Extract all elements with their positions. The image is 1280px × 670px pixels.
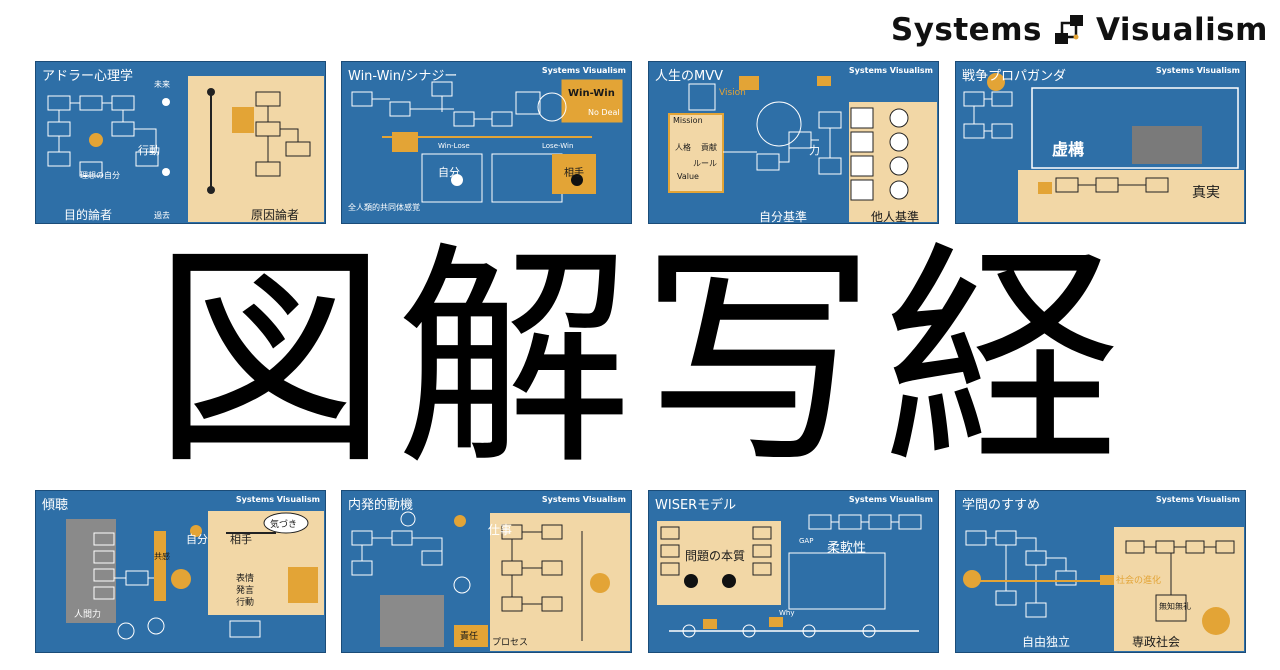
diagram-label: 共感 [154,552,170,561]
thumbnail-caption: Win-Win/シナジー [348,69,458,84]
diagram-label: 真実 [1192,185,1220,201]
diagram-label: Mission [673,116,703,125]
diagram-label: 目的論者 [64,208,113,222]
thumbnail-caption: 傾聴 [42,498,69,513]
diagram-label: 無知無礼 [1159,602,1191,611]
thumbnail-life-mvv[interactable]: 人生のMVV 自分基準 他人基準 Vision Mission Value 力 … [648,61,939,224]
diagram-label: 原因論者 [251,208,300,222]
thumbnail-caption: 戦争プロパガンダ [962,69,1067,84]
diagram-graphic [668,76,937,222]
diagram-label: 未来 [154,80,170,89]
thumbnail-gakumon-no-susume[interactable]: 学問のすすめ 自由独立 専政社会 社会の進化 無知無礼 Systems Visu… [955,490,1246,653]
thumbnail-adler-psychology[interactable]: アドラー心理学 目的論者 原因論者 行動 理想の自分 未来 過去 [35,61,326,224]
diagram-label: 自分基準 [759,210,808,224]
diagram-graphic [47,76,324,222]
diagram-label: 社会の進化 [1116,576,1162,586]
diagram-label: 自分 [438,166,460,179]
diagram-label: プロセス [492,638,529,648]
diagram-label: 力 [809,144,820,157]
diagram-label: 過去 [154,211,170,220]
thumbnail-brand: Systems Visualism [848,495,933,504]
thumbnail-caption: アドラー心理学 [42,69,134,84]
diagram-label: 自由独立 [1022,635,1071,649]
diagram-label: 人格 [675,143,691,152]
diagram-label: 問題の本質 [685,549,746,563]
diagram-label: 責任 [460,632,479,642]
thumbnail-win-win-synergy[interactable]: Win-Win/シナジー Win-Win No Deal 自分 相手 全人類的共… [341,61,632,224]
diagram-label: 気づき [270,520,298,530]
diagram-graphic [66,511,324,640]
thumbnail-brand: Systems Visualism [541,66,626,75]
brand-right-text: Visualism [1095,12,1268,48]
thumbnail-intrinsic-motivation[interactable]: 内発的動機 仕事 プロセス 責任 Systems Visualism [341,490,632,653]
diagram-label: 貢献 [701,143,717,152]
thumbnail-brand: Systems Visualism [541,495,626,504]
thumbnail-caption: 人生のMVV [655,69,724,84]
diagram-label: Why [779,609,795,617]
diagram-label: No Deal [588,108,620,117]
diagram-label: 行動 [138,144,160,157]
thumbnail-brand: Systems Visualism [1155,66,1240,75]
diagram-label: 発言 [236,586,255,596]
thumbnail-war-propaganda[interactable]: 戦争プロパガンダ 虚構 真実 Systems Visualism [955,61,1246,224]
diagram-graphic [963,527,1244,651]
diagram-label: 表情 [236,574,255,584]
diagram-label: 理想の自分 [80,171,120,180]
diagram-label: 相手 [564,168,584,179]
diagram-graphic [351,79,623,203]
diagram-label: 虚構 [1052,140,1085,159]
thumbnail-caption: 学問のすすめ [962,498,1041,513]
thumbnail-caption: WISERモデル [655,498,737,513]
diagram-label: 専政社会 [1132,635,1181,649]
thumbnail-brand: Systems Visualism [848,66,933,75]
page-title: 図解写経 [151,222,1128,497]
diagram-label: 他人基準 [871,210,920,224]
thumbnail-brand: Systems Visualism [235,495,320,504]
diagram-graphic [351,511,630,651]
diagram-label: 人間力 [74,610,102,620]
brand-mark-icon [1054,15,1083,44]
diagram-label: GAP [799,537,814,545]
diagram-graphic [657,514,922,638]
thumbnail-wiser-model[interactable]: WISERモデル 問題の本質 柔軟性 GAP Why Systems Visua… [648,490,939,653]
thumbnail-brand: Systems Visualism [1155,495,1240,504]
thumbnail-caption: 内発的動機 [348,498,414,513]
brand-left-text: Systems [890,12,1042,48]
diagram-label: 柔軟性 [827,541,867,556]
diagram-label: 仕事 [488,523,513,537]
diagram-label: Lose-Win [542,142,574,150]
diagram-label: 相手 [230,533,252,546]
diagram-label: 全人類的共同体感覚 [348,203,420,212]
diagram-label: Value [677,172,699,181]
diagram-graphic [963,73,1244,222]
diagram-label: ルール [693,159,717,168]
thumbnail-active-listening[interactable]: 傾聴 自分 相手 気づき 共感 表情 発言 行動 人間力 Systems Vis… [35,490,326,653]
diagram-label: Vision [719,88,746,98]
diagram-label: 行動 [236,598,255,608]
diagram-label: Win-Lose [438,142,470,150]
diagram-label: Win-Win [568,88,615,99]
diagram-label: 自分 [186,533,208,546]
brand-logo: Systems Visualism [891,10,1268,50]
